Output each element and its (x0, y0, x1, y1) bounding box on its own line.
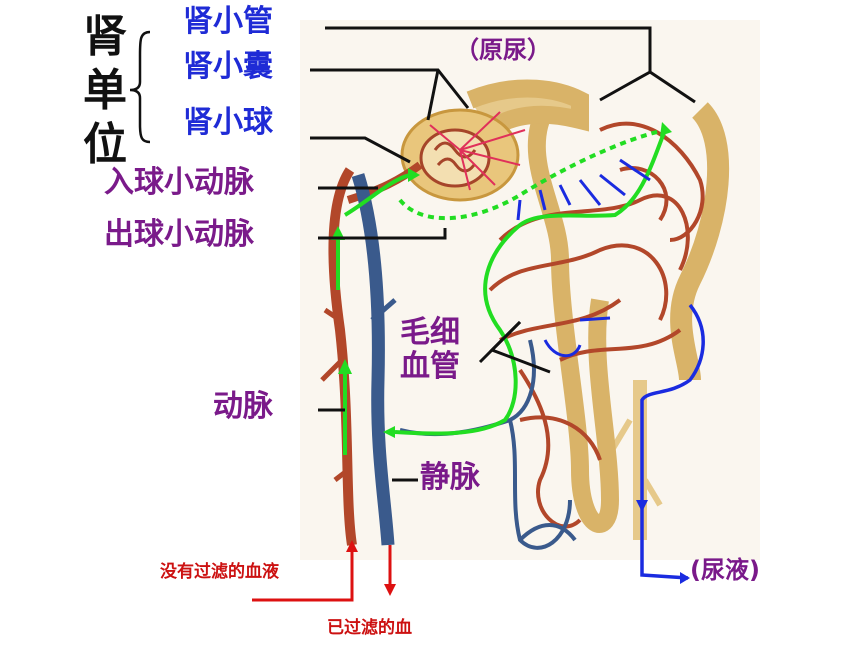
grouping-brace (129, 30, 151, 144)
urine-label: (尿液) (690, 556, 760, 584)
vein-vessel (351, 173, 395, 546)
artery-label: 动脉 (213, 389, 273, 424)
filtered-blood-label: 已过滤的血 (327, 618, 412, 638)
afferent-arteriole-label: 入球小动脉 (104, 165, 254, 200)
capsule-label: 肾小囊 (183, 49, 273, 84)
leader-lines (310, 26, 696, 482)
reabsorption-arrows (516, 158, 651, 358)
nephron-title: 肾单位 (83, 11, 127, 170)
distal-tubule (670, 102, 730, 381)
capillary-label-line2: 血管 (400, 349, 460, 384)
unfiltered-blood-label: 没有过滤的血液 (160, 562, 279, 582)
blood-direction-arrows (252, 545, 392, 602)
urine-flow-path (640, 303, 705, 580)
filtration-arrows (429, 111, 526, 191)
efferent-arteriole-label: 出球小动脉 (104, 217, 254, 252)
artery-vessel (328, 167, 357, 546)
capillary-label-line1: 毛细 (400, 315, 460, 350)
glomerulus-label: 肾小球 (183, 105, 273, 140)
glomerulus (419, 128, 491, 188)
vein-label: 静脉 (420, 460, 480, 495)
tubule-label: 肾小管 (183, 4, 273, 39)
primary-urine-label: （原尿） (455, 36, 551, 64)
blood-flow-path (336, 128, 667, 455)
